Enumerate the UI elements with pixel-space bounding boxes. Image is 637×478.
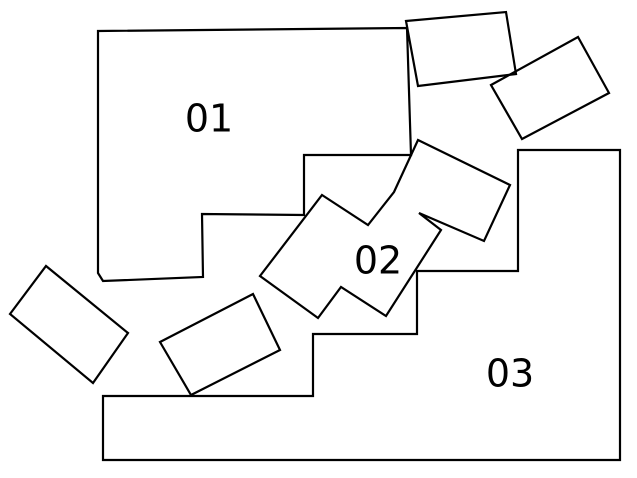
region-01-shape <box>96 26 413 283</box>
loose-piece-left <box>8 264 130 385</box>
region-03-label: 03 <box>486 352 534 396</box>
region-02-label: 02 <box>354 239 402 283</box>
loose-piece-top-right-a <box>404 10 518 88</box>
region-01-label: 01 <box>185 97 233 141</box>
region-03-shape <box>101 148 622 462</box>
loose-piece-bottom-center <box>158 292 282 397</box>
loose-piece-top-right-b <box>489 35 611 141</box>
region-02-shape <box>258 138 512 320</box>
